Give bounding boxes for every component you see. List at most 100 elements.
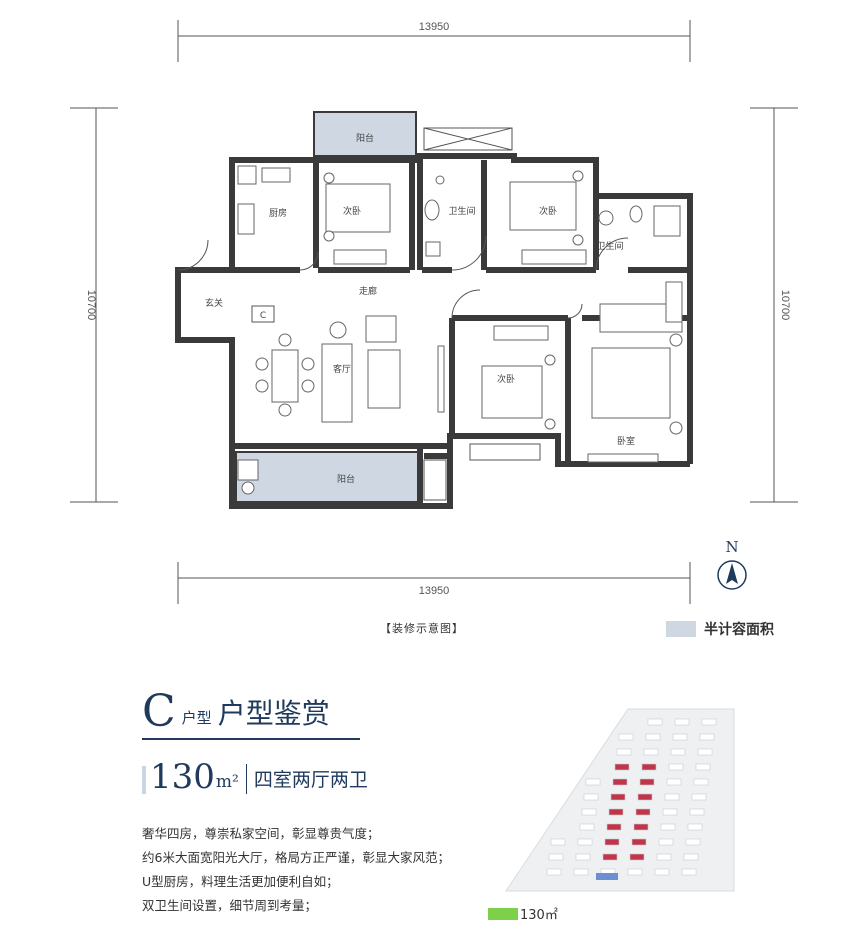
site-building — [701, 718, 717, 726]
site-building — [656, 853, 672, 861]
armchair — [365, 315, 397, 343]
site-building — [681, 868, 697, 876]
site-building — [577, 838, 593, 846]
site-building — [658, 838, 674, 846]
site-building — [631, 838, 647, 846]
site-building — [687, 823, 703, 831]
site-building — [635, 808, 651, 816]
door-kitchen — [299, 251, 319, 271]
nightstand-2c-1 — [544, 354, 556, 366]
site-building — [550, 838, 566, 846]
dimension-top: 13950 — [177, 20, 691, 62]
area-value: 130 — [150, 757, 215, 797]
compass-ring — [717, 560, 747, 590]
dimension-bottom-label: 13950 — [419, 585, 450, 597]
bed-2c — [481, 365, 543, 419]
nightstand-2b-2 — [572, 234, 584, 246]
dimension-top-label: 13950 — [419, 21, 450, 33]
label-balcony-top: 阳台 — [356, 132, 374, 144]
toilet-1 — [424, 199, 440, 221]
site-building — [654, 868, 670, 876]
kitchen-sink — [237, 165, 257, 185]
kitchen-counter — [261, 167, 291, 183]
site-building — [548, 853, 564, 861]
site-building — [695, 763, 711, 771]
dining-chair-1 — [255, 357, 269, 371]
site-building — [693, 778, 709, 786]
dimension-bottom: 13950 — [177, 562, 691, 604]
dimension-left: 10700 — [70, 107, 118, 503]
label-master: 卧室 — [617, 435, 635, 447]
site-building — [606, 823, 622, 831]
site-building — [662, 808, 678, 816]
label-balcony-bottom: 阳台 — [337, 473, 355, 485]
dining-table — [271, 349, 299, 403]
shower-2 — [653, 205, 681, 237]
feature-item: 约6米大面宽阳光大厅，格局方正严谨，彰显大家风范； — [142, 850, 450, 865]
site-building — [668, 763, 684, 771]
dining-chair-5 — [278, 333, 292, 347]
dimension-left-label: 10700 — [85, 290, 97, 321]
site-building — [685, 838, 701, 846]
site-building — [672, 733, 688, 741]
label-corridor: 走廊 — [359, 285, 377, 297]
dining-chair-6 — [278, 403, 292, 417]
nightstand-master-2 — [669, 421, 683, 435]
area-unit: m² — [215, 772, 239, 792]
feature-item: 双卫生间设置，细节周到考量； — [142, 898, 318, 913]
site-building — [689, 808, 705, 816]
site-building — [585, 778, 601, 786]
site-building — [627, 868, 643, 876]
compass: N — [717, 538, 747, 590]
unit-type-label: 户型 — [181, 709, 212, 727]
area-summary: 130 m² 四室两厅两卫 — [142, 760, 368, 794]
bed-2a — [325, 183, 391, 233]
compass-arrow-icon — [726, 563, 738, 584]
basin-1 — [425, 241, 441, 257]
balcony-top-area — [313, 111, 417, 157]
bed-2b — [509, 181, 577, 231]
dining-chair-2 — [255, 379, 269, 393]
door-bedroom-2c — [451, 289, 481, 319]
site-building — [660, 823, 676, 831]
site-building — [583, 793, 599, 801]
toilet-2 — [629, 205, 643, 223]
site-building — [666, 778, 682, 786]
shower-1 — [435, 175, 445, 185]
kitchen-stove — [237, 203, 255, 235]
nightstand-2b-1 — [572, 170, 584, 182]
site-building — [670, 748, 686, 756]
nightstand-master-1 — [669, 333, 683, 347]
site-building — [633, 823, 649, 831]
site-area-legend: 130㎡ — [488, 904, 558, 923]
walls — [175, 153, 693, 509]
site-building — [604, 838, 620, 846]
site-map — [505, 708, 735, 892]
tv-cabinet — [437, 345, 445, 413]
corridor-cabinet — [665, 281, 683, 323]
window-bedroom-2c — [469, 443, 541, 461]
balcony-bottom-area — [235, 451, 423, 503]
site-building — [699, 733, 715, 741]
wardrobe-2a — [333, 249, 387, 265]
side-table — [329, 321, 347, 339]
site-highlight-unit — [596, 873, 618, 880]
label-bedroom-2c: 次卧 — [497, 373, 515, 385]
dimension-right-label: 10700 — [779, 290, 791, 321]
bed-master — [591, 347, 671, 419]
door-master — [567, 303, 583, 319]
feature-list: 奢华四房，尊崇私家空间，彰显尊贵气度； 约6米大面宽阳光大厅，格局方正严谨，彰显… — [142, 822, 450, 918]
basin-2 — [598, 210, 614, 226]
site-building — [629, 853, 645, 861]
floor-plan: 13950 13950 10700 10700 — [70, 20, 798, 604]
site-building — [602, 853, 618, 861]
area-accent-bar — [142, 766, 146, 794]
label-bedroom-2b: 次卧 — [539, 205, 557, 217]
legend-label: 半计容面积 — [704, 622, 774, 638]
balcony-cabinet — [423, 459, 447, 501]
site-building — [637, 793, 653, 801]
site-building — [674, 718, 690, 726]
drawing-caption: 【装修示意图】 — [380, 622, 464, 635]
layout-description: 四室两厅两卫 — [253, 769, 368, 791]
site-area-swatch — [488, 907, 518, 920]
